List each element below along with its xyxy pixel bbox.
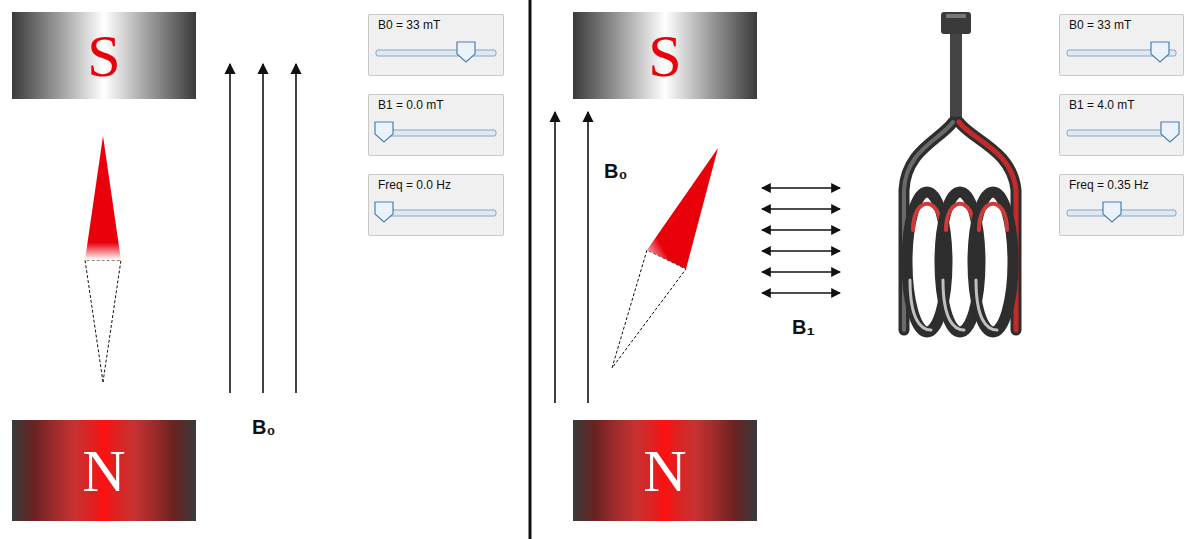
compass-needle <box>85 136 121 382</box>
pole-letter: N <box>643 441 686 501</box>
coil-highlight <box>979 204 1007 230</box>
field-arrow <box>554 112 556 403</box>
field-arrows <box>230 64 296 393</box>
slider-caption: Freq = 0.35 Hz <box>1067 178 1151 192</box>
coil-stem <box>950 34 962 126</box>
slider-track <box>376 210 496 216</box>
coil-highlight <box>976 280 997 330</box>
needle-tail <box>612 250 686 368</box>
slider-caption: Freq = 0.0 Hz <box>376 178 453 192</box>
field-arrow <box>262 64 264 393</box>
slider-panel <box>369 15 504 76</box>
slider-thumb <box>457 42 475 62</box>
slider-panel <box>1060 15 1184 76</box>
slider-panel <box>369 175 504 236</box>
field-label: B₀ <box>604 160 627 183</box>
coil-highlight <box>910 280 931 330</box>
slider-track <box>376 130 496 136</box>
pole-letter: S <box>648 26 681 86</box>
slider-thumb <box>375 122 393 142</box>
rf-coil <box>904 12 1016 332</box>
slider-track <box>1067 130 1176 136</box>
slider-thumb <box>375 202 393 222</box>
coil-highlight <box>946 204 974 230</box>
rf-field-arrow <box>762 271 840 272</box>
slider-panel <box>1060 95 1184 156</box>
field-arrow <box>295 64 297 393</box>
rf-field-arrow <box>762 250 840 251</box>
slider-thumb <box>1161 122 1179 142</box>
slider-panel <box>1060 175 1184 236</box>
divider <box>529 0 532 539</box>
compass-needle <box>612 148 718 368</box>
slider-box: B1 = 0.0 mT <box>368 94 504 156</box>
north-pole-magnet: N <box>573 420 757 521</box>
slider-thumb <box>1151 42 1169 62</box>
field-label: B₀ <box>252 416 275 439</box>
slider-box: B0 = 33 mT <box>1059 14 1184 76</box>
slider-caption: B1 = 0.0 mT <box>376 98 446 112</box>
south-pole-magnet: S <box>12 12 196 99</box>
slider-graphics <box>369 15 1184 236</box>
coil-highlight <box>913 204 941 230</box>
slider-track <box>376 50 496 56</box>
slider-box: Freq = 0.35 Hz <box>1059 174 1184 236</box>
rf-field-arrow <box>762 292 840 293</box>
rf-field-label: B₁ <box>792 316 815 339</box>
needle-head <box>647 148 718 269</box>
field-arrow <box>229 64 231 393</box>
slider-thumb <box>1103 202 1121 222</box>
rf-field-arrow <box>762 229 840 230</box>
slider-caption: B1 = 4.0 mT <box>1067 98 1137 112</box>
rf-field-arrow <box>762 187 840 188</box>
field-arrow <box>587 112 589 403</box>
slider-caption: B0 = 33 mT <box>376 18 442 32</box>
needle-tail <box>85 260 121 382</box>
coil-cap-ring <box>946 14 966 18</box>
slider-box: B0 = 33 mT <box>368 14 504 76</box>
north-pole-magnet: N <box>12 420 196 521</box>
field-arrows <box>555 112 588 403</box>
rf-field-arrows <box>762 188 840 293</box>
slider-box: Freq = 0.0 Hz <box>368 174 504 236</box>
needle-head <box>85 136 121 260</box>
rf-field-arrow <box>762 208 840 209</box>
coil-highlight <box>943 280 964 330</box>
south-pole-magnet: S <box>573 12 757 99</box>
coil-winding <box>973 192 1013 332</box>
coil-cap <box>941 12 971 34</box>
slider-box: B1 = 4.0 mT <box>1059 94 1184 156</box>
pole-letter: S <box>87 26 120 86</box>
slider-caption: B0 = 33 mT <box>1067 18 1133 32</box>
pole-letter: N <box>82 441 125 501</box>
slider-panel <box>369 95 504 156</box>
